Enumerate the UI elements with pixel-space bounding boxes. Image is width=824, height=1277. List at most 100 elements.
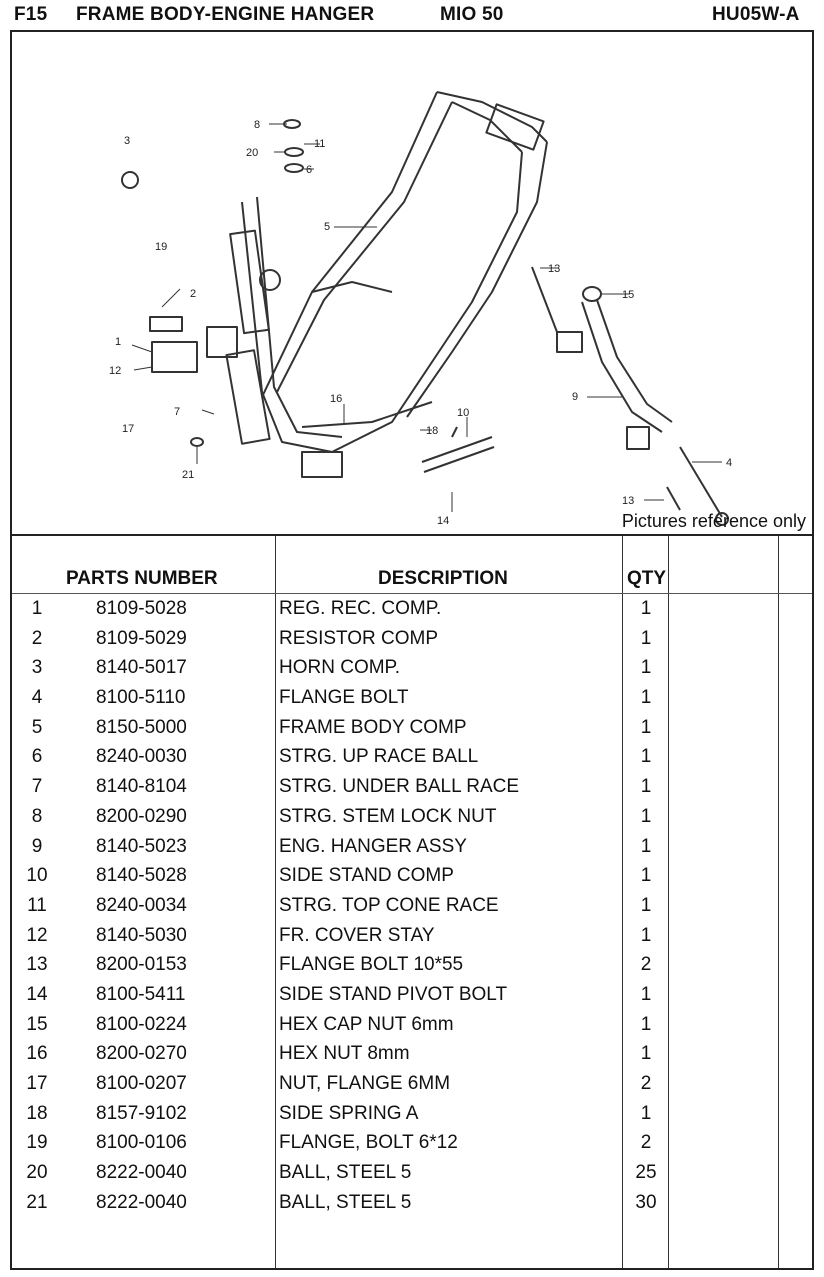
column-divider [778,536,779,1268]
part-description: NUT, FLANGE 6MM [279,1073,451,1094]
item-number: 12 [26,924,48,946]
callout-label: 1 [115,336,121,348]
item-number: 6 [31,746,43,768]
part-description: SIDE SPRING A [279,1102,419,1124]
part-number: 8200-0270 [96,1043,187,1065]
item-number: 14 [26,983,48,1005]
item-number: 8 [31,805,43,827]
part-description: HORN COMP. [279,657,401,679]
item-number: 11 [27,894,47,916]
frame-drawing: 1 2 3 4 5 6 7 8 9 10 11 12 13 13 14 15 1… [109,91,732,527]
item-number: 3 [31,657,43,679]
part-description: STRG. UNDER BALL RACE [279,776,520,798]
header-parts-number: PARTS NUMBER [66,568,218,589]
part-quantity: 1 [640,924,652,946]
part-quantity: 1 [640,1043,652,1065]
callout-label: 14 [437,515,449,527]
part-number: 8100-0224 [96,1013,187,1035]
callout-label: 19 [155,241,167,253]
callout-label: 8 [254,119,260,131]
part-quantity: 30 [635,1191,657,1213]
callout-label: 6 [306,164,312,176]
item-number: 10 [26,865,48,887]
part-description: FR. COVER STAY [279,924,435,946]
model-name: MIO 50 [440,4,504,25]
part-number: 8150-5000 [96,716,187,738]
table-row: 1 8109-5028 REG. REC. COMP. 1 [12,595,812,625]
callout-label: 20 [246,147,258,159]
part-number: 8140-5023 [96,835,187,857]
item-number: 4 [31,687,43,709]
part-quantity: 2 [640,1132,652,1154]
part-quantity: 25 [635,1162,657,1184]
part-quantity: 1 [640,657,652,679]
item-number: 16 [26,1043,48,1065]
part-quantity: 1 [640,776,652,798]
part-number: 8140-8104 [96,776,187,798]
part-description: BALL, STEEL 5 [279,1162,412,1184]
callout-label: 15 [622,289,634,301]
part-quantity: 1 [640,598,652,619]
callout-label: 16 [330,393,342,405]
part-quantity: 2 [640,954,652,976]
item-number: 1 [31,598,43,619]
part-quantity: 1 [640,894,652,916]
callout-label: 4 [726,457,732,469]
part-number: 8240-0030 [96,746,187,768]
part-quantity: 1 [640,687,652,709]
part-description: FLANGE BOLT [279,687,409,709]
table-row: 16 8200-0270 HEX NUT 8mm 1 [12,1040,812,1070]
part-description: HEX CAP NUT 6mm [279,1013,454,1035]
item-number: 17 [26,1073,48,1094]
header-qty: QTY [627,568,667,589]
part-description: FLANGE BOLT 10*55 [279,954,464,976]
part-number: 8109-5028 [96,598,187,619]
part-number: 8100-0207 [96,1073,187,1094]
item-number: 18 [26,1102,48,1124]
callout-label: 12 [109,365,121,377]
part-number: 8222-0040 [96,1191,187,1213]
part-quantity: 1 [640,1013,652,1035]
section-code: F15 [14,4,48,25]
callout-label: 13 [622,495,634,507]
callout-label: 7 [174,406,180,418]
column-divider [622,536,623,1268]
part-description: STRG. UP RACE BALL [279,746,479,768]
part-quantity: 1 [640,983,652,1005]
callout-labels: 1 2 3 4 5 6 7 8 9 10 11 12 13 13 14 15 1… [109,119,732,527]
exploded-diagram: 1 2 3 4 5 6 7 8 9 10 11 12 13 13 14 15 1… [12,32,812,536]
page-title: FRAME BODY-ENGINE HANGER [76,4,375,25]
part-description: STRG. TOP CONE RACE [279,894,499,916]
part-number: 8200-0290 [96,805,187,827]
header-divider [12,593,812,594]
diagram-caption: Pictures reference only [621,511,806,531]
part-quantity: 1 [640,865,652,887]
part-number: 8140-5030 [96,924,187,946]
part-description: RESISTOR COMP [279,627,439,649]
table-row: 18 8157-9102 SIDE SPRING A 1 [12,1100,812,1130]
reference-code: HU05W-A [712,4,800,25]
part-quantity: 1 [640,716,652,738]
part-quantity: 1 [640,1102,652,1124]
part-description: HEX NUT 8mm [279,1043,410,1065]
part-description: REG. REC. COMP. [279,598,442,619]
part-number: 8140-5017 [96,657,187,679]
part-quantity: 2 [640,1073,652,1094]
item-number: 5 [31,716,43,738]
part-number: 8157-9102 [96,1102,187,1124]
part-description: BALL, STEEL 5 [279,1191,412,1213]
column-divider [668,536,669,1268]
table-row: 3 8140-5017 HORN COMP. 1 [12,654,812,684]
parts-sheet: 1 2 3 4 5 6 7 8 9 10 11 12 13 13 14 15 1… [10,30,814,1270]
item-number: 13 [26,954,48,976]
